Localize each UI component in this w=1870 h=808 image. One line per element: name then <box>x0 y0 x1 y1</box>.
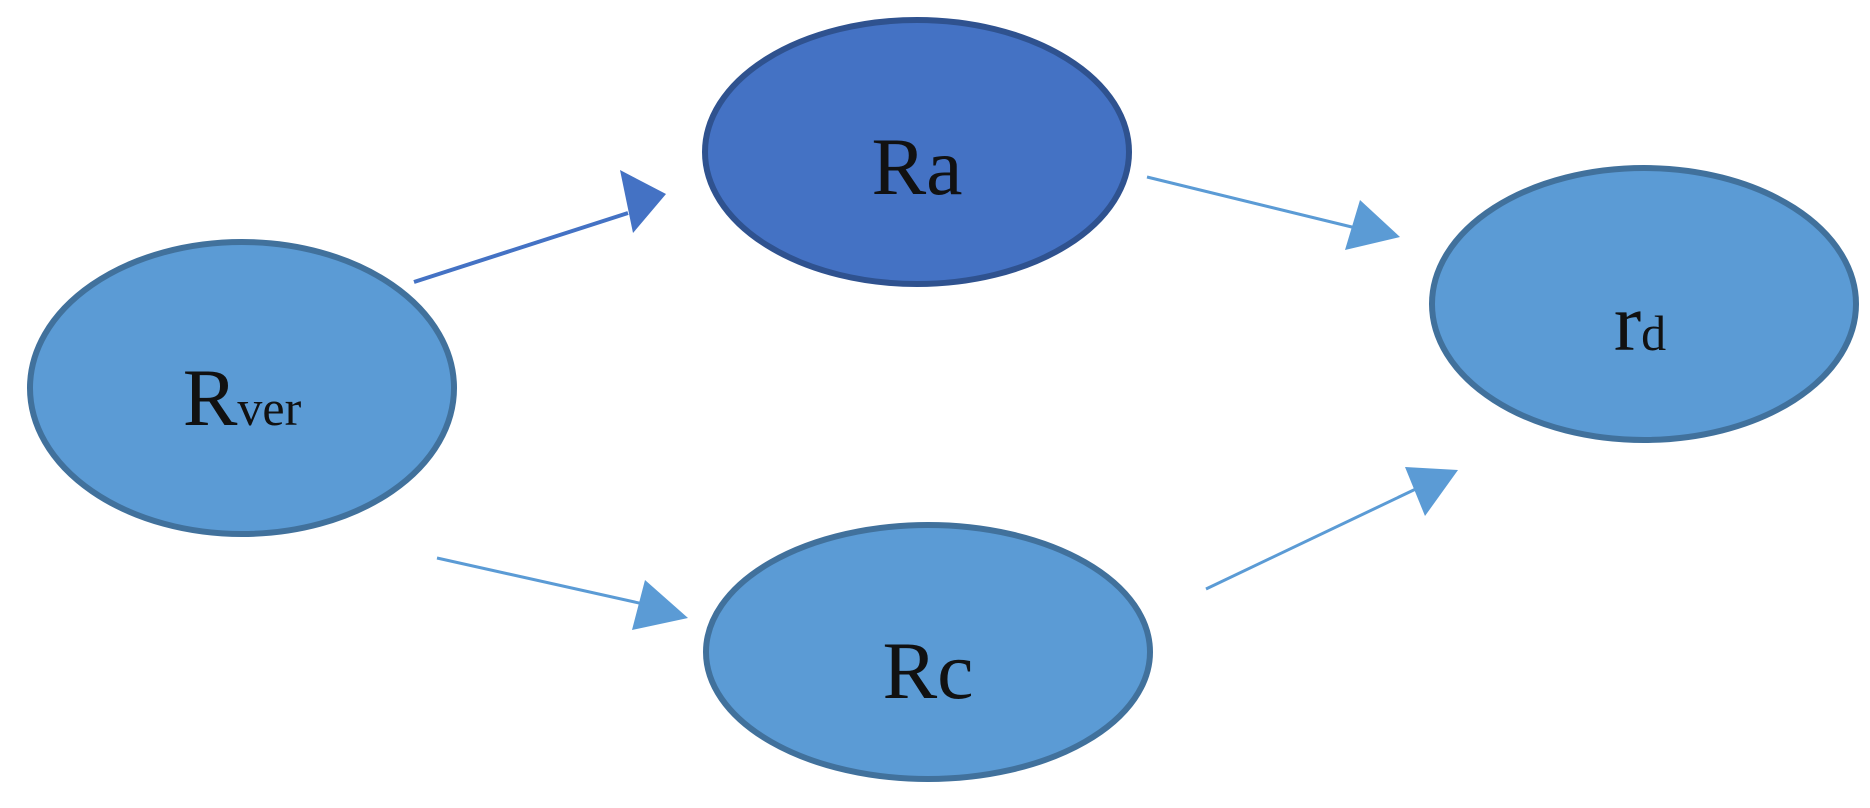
node-rd: rd <box>1429 165 1859 443</box>
node-rver-label-main: R <box>183 352 238 443</box>
node-rver-label-subscript: ver <box>237 380 301 436</box>
node-ra-label-main: Ra <box>871 121 962 212</box>
node-ra: Ra <box>702 17 1132 287</box>
node-rver-label: Rver <box>183 352 302 443</box>
node-rver: Rver <box>27 239 457 537</box>
node-rd-label-main: r <box>1614 277 1641 368</box>
node-ra-shape <box>702 17 1132 287</box>
node-rd-shape <box>1429 165 1859 443</box>
edge-rver-to-rc-arrowhead <box>632 580 688 630</box>
edge-ra-to-rd-arrowhead <box>1345 200 1400 250</box>
edge-rver-to-ra <box>413 170 666 284</box>
edge-ra-to-rd <box>1146 175 1400 250</box>
node-rc-label-main: Rc <box>882 625 973 716</box>
node-rd-label: rd <box>1614 277 1666 368</box>
node-rc: Rc <box>703 522 1153 782</box>
edge-rver-to-ra-arrowhead <box>620 170 666 233</box>
edge-rver-to-ra-line <box>413 211 629 284</box>
node-ra-label: Ra <box>871 121 962 212</box>
node-rver-shape <box>27 239 457 537</box>
edge-rver-to-rc <box>436 556 688 630</box>
edge-rver-to-rc-line <box>436 556 649 607</box>
edges <box>413 170 1458 630</box>
edge-rc-to-rd-line <box>1205 485 1421 591</box>
node-rc-label: Rc <box>882 625 973 716</box>
edge-ra-to-rd-line <box>1146 175 1361 231</box>
node-rc-shape <box>703 522 1153 782</box>
edge-rc-to-rd <box>1205 467 1458 591</box>
node-rd-label-subscript: d <box>1641 305 1666 361</box>
edge-rc-to-rd-arrowhead <box>1405 467 1458 516</box>
